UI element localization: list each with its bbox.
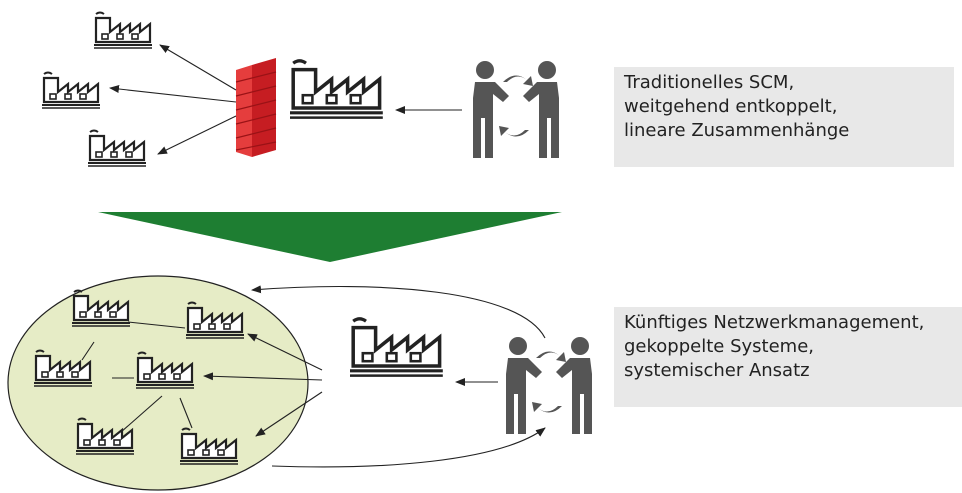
network-management-caption: Künftiges Netzwerkmanagement, gekoppelte… [614, 307, 962, 407]
caption-line: Künftiges Netzwerkmanagement, [624, 312, 925, 333]
factory-icon [288, 59, 385, 120]
down-arrow-icon [98, 212, 562, 262]
factory-icon [92, 11, 154, 50]
caption-line: systemischer Ansatz [624, 360, 810, 381]
caption-line: weitgehend entkoppelt, [624, 96, 838, 117]
brick-wall-icon [235, 58, 277, 157]
caption-line: lineare Zusammenhänge [624, 120, 850, 141]
traditional-scm-section [40, 11, 559, 168]
caption-line: Traditionelles SCM, [624, 72, 795, 93]
traditional-scm-caption: Traditionelles SCM, weitgehend entkoppel… [614, 67, 954, 167]
factory-icon [348, 317, 445, 378]
factory-icon [86, 129, 148, 168]
caption-line: gekoppelte Systeme, [624, 336, 814, 357]
factory-icon [40, 71, 102, 110]
handshake-icon [506, 337, 592, 434]
network-section [7, 275, 592, 491]
handshake-icon [473, 61, 559, 158]
